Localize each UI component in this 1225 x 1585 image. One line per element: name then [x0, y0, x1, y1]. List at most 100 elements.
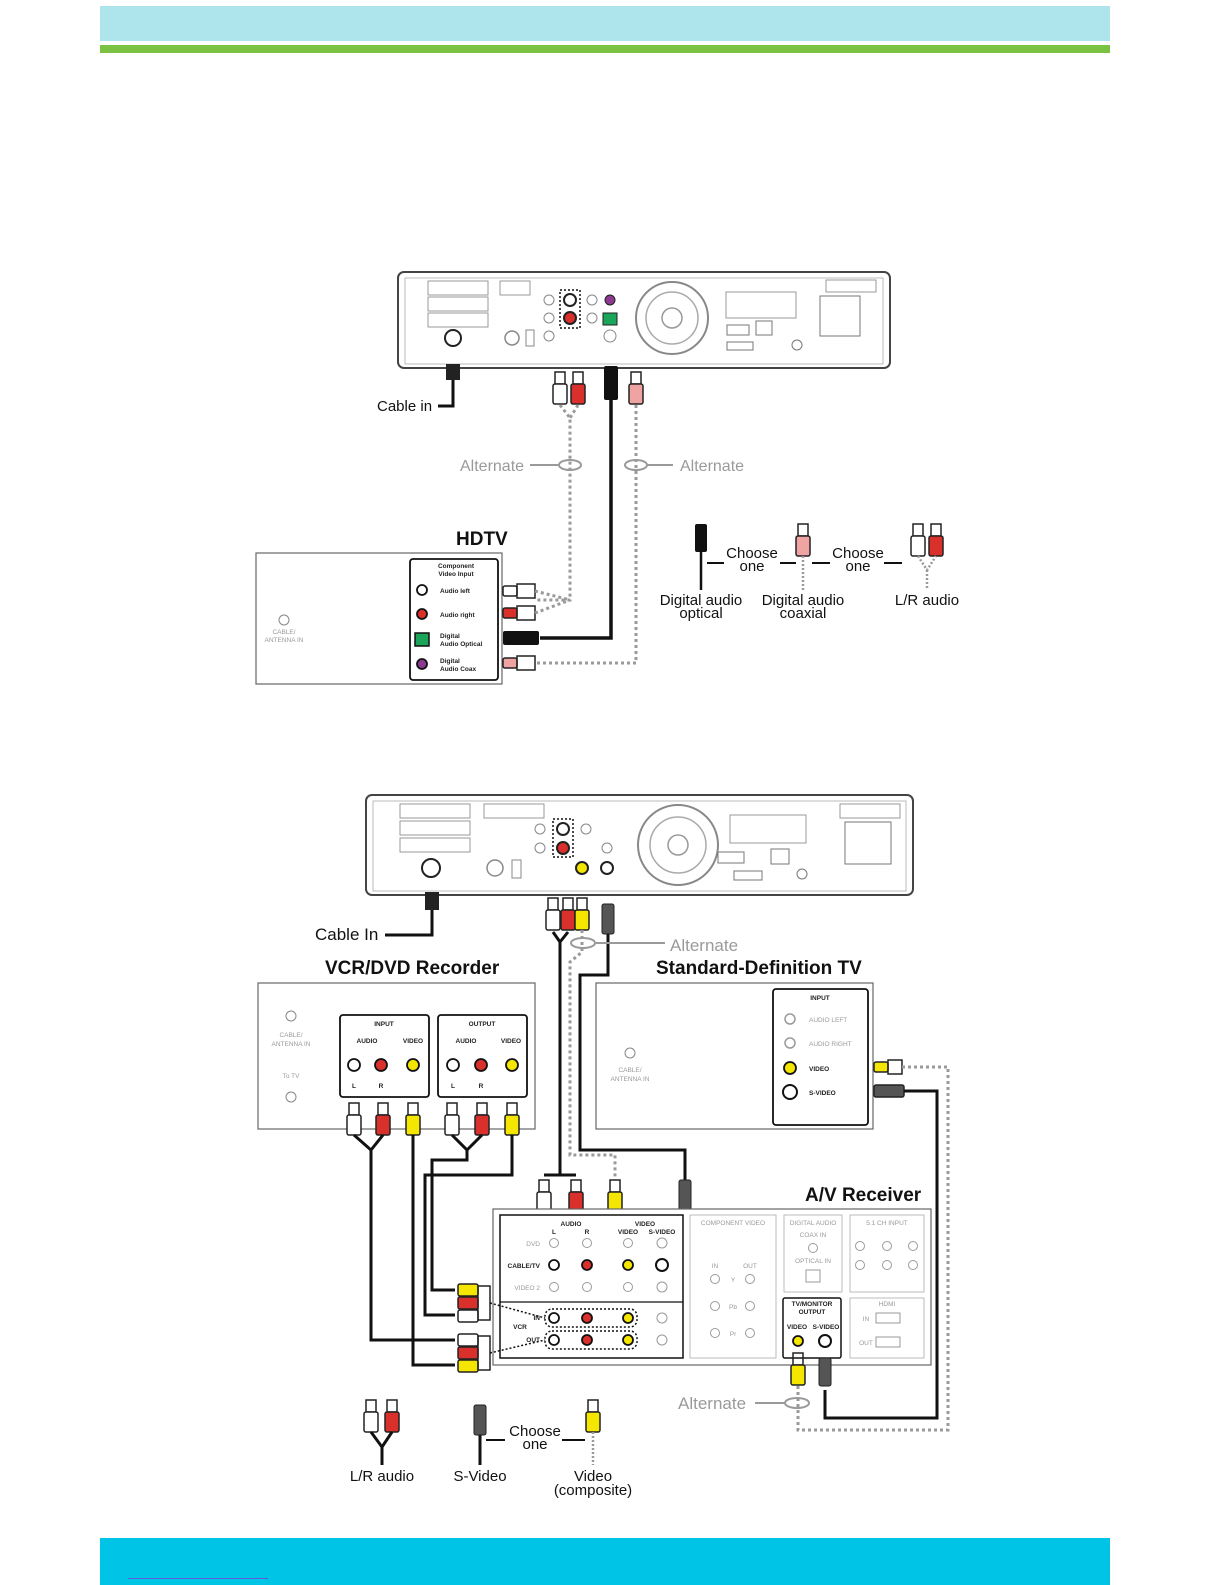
sdtv-antenna-label-2: ANTENNA IN	[610, 1076, 649, 1083]
sdtv-video-label: VIDEO	[809, 1066, 829, 1073]
vcr-to-tv-label: To TV	[283, 1073, 301, 1080]
rcv-optical-in-label: OPTICAL IN	[795, 1258, 831, 1265]
dvr-back-panel-bottom	[365, 794, 914, 896]
rcv-51ch-label: 5.1 CH INPUT	[866, 1220, 908, 1227]
rcv-tvmon-label-2: OUTPUT	[799, 1309, 826, 1316]
optical-cable	[540, 400, 613, 640]
rcv-r-label: R	[585, 1229, 590, 1236]
cable-in-label-1: Cable in	[377, 398, 432, 415]
alternate-coax-cable	[535, 405, 638, 665]
legend2-lr-audio: L/R audio	[350, 1468, 414, 1485]
rcv-pr-label: Pr	[730, 1331, 737, 1338]
rcv-in-label: IN	[534, 1315, 541, 1322]
vcr-panel: CABLE/ ANTENNA IN To TV INPUT AUDIO VIDE…	[257, 982, 536, 1130]
legend1-choose-b-2: one	[845, 558, 870, 575]
cable-in-label-2: Cable In	[315, 925, 378, 944]
rcv-video-label: VIDEO	[635, 1221, 655, 1228]
rcv-tvmon-svideo-label: S-VIDEO	[813, 1324, 840, 1331]
rcv-digital-audio-label: DIGITAL AUDIO	[790, 1220, 837, 1227]
vcr-to-receiver-cables	[353, 1133, 514, 1367]
vcr-input-label: INPUT	[374, 1021, 394, 1028]
vcr-input-r: R	[379, 1083, 384, 1090]
alternate-label-left: Alternate	[460, 458, 524, 475]
rcv-video-col-label: VIDEO	[618, 1229, 638, 1236]
dvr-back-panel-top	[397, 271, 891, 369]
receiver-title: A/V Receiver	[805, 1185, 922, 1206]
legend2-svideo: S-Video	[453, 1468, 506, 1485]
receiver-monitor-plugs	[790, 1352, 832, 1387]
vcr-antenna-label-2: ANTENNA IN	[271, 1041, 310, 1048]
rcv-video2-label: VIDEO 2	[514, 1285, 540, 1292]
footer-link-underline[interactable]	[128, 1578, 268, 1579]
plugs-from-dvr-2	[545, 897, 615, 935]
rcv-tvmon-label-1: TV/MONITOR	[792, 1301, 833, 1308]
rcv-tvmon-video-label: VIDEO	[787, 1324, 807, 1331]
rcv-comp-in-label: IN	[712, 1263, 719, 1270]
vcr-title: VCR/DVD Recorder	[325, 958, 500, 979]
hdtv-coax-label-2: Audio Coax	[440, 666, 476, 673]
vcr-input-audio-label: AUDIO	[357, 1038, 378, 1045]
cable-in-connector-1	[438, 364, 460, 408]
hdtv-input-plugs	[502, 583, 571, 671]
rcv-vcr-label: VCR	[513, 1324, 527, 1331]
footer-band	[100, 1538, 1110, 1585]
rcv-dvd-label: DVD	[526, 1241, 540, 1248]
sdtv-input-label: INPUT	[810, 995, 830, 1002]
legend-2: L/R audio Choose one S-Video Video (comp…	[350, 1399, 632, 1499]
svideo-cable-to-receiver	[578, 934, 687, 1180]
vcr-output-label: OUTPUT	[469, 1021, 496, 1028]
legend1-coaxial-2: coaxial	[780, 605, 827, 622]
sdtv-panel: CABLE/ ANTENNA IN INPUT AUDIO LEFT AUDIO…	[595, 982, 874, 1130]
vcr-output-audio-label: AUDIO	[456, 1038, 477, 1045]
vcr-output-video-label: VIDEO	[501, 1038, 521, 1045]
vcr-input-video-label: VIDEO	[403, 1038, 423, 1045]
legend1-choose-a-2: one	[739, 558, 764, 575]
hdtv-coax-label-1: Digital	[440, 658, 460, 665]
alternate-marker-top	[570, 937, 596, 949]
hdtv-audio-right-label: Audio right	[440, 612, 475, 619]
rcv-component-label: COMPONENT VIDEO	[701, 1220, 765, 1227]
hdtv-optical-label-2: Audio Optical	[440, 641, 482, 648]
hdtv-component-label-2: Video Input	[438, 571, 474, 578]
sdtv-title: Standard-Definition TV	[656, 958, 862, 979]
alternate-label-bottom: Alternate	[678, 1394, 746, 1413]
rcv-cable-tv-label: CABLE/TV	[508, 1263, 541, 1270]
sdtv-audio-right-label: AUDIO RIGHT	[809, 1041, 852, 1048]
sdtv-audio-left-label: AUDIO LEFT	[809, 1017, 847, 1024]
hdtv-optical-label-1: Digital	[440, 633, 460, 640]
alternate-label-right: Alternate	[680, 458, 744, 475]
rcv-hdmi-in-label: IN	[863, 1316, 870, 1323]
rcv-hdmi-out-label: OUT	[859, 1340, 873, 1347]
hdtv-audio-left-label: Audio left	[440, 588, 471, 595]
cable-in-connector-2	[385, 892, 439, 937]
legend1-lr-audio: L/R audio	[895, 592, 959, 609]
rcv-l-label: L	[552, 1229, 556, 1236]
receiver-vcr-plugs	[457, 1283, 546, 1373]
legend2-video-1: Video	[574, 1468, 612, 1485]
sdtv-svideo-label: S-VIDEO	[809, 1090, 836, 1097]
vcr-output-l: L	[451, 1083, 455, 1090]
rcv-out-label: OUT	[526, 1337, 540, 1344]
receiver-panel: AUDIO VIDEO L R VIDEO S-VIDEO DVD CABLE/…	[492, 1208, 932, 1366]
rcv-comp-out-label: OUT	[743, 1263, 757, 1270]
vcr-input-l: L	[352, 1083, 356, 1090]
rcv-pb-label: Pb	[729, 1304, 737, 1311]
hdtv-component-label-1: Component	[438, 563, 475, 570]
plugs-from-dvr	[552, 366, 644, 405]
legend2-choose-2: one	[522, 1436, 547, 1453]
vcr-output-r: R	[479, 1083, 484, 1090]
legend1-coaxial-1: Digital audio	[762, 592, 845, 609]
legend2-choose-1: Choose	[509, 1423, 561, 1440]
legend1-choose-a-1: Choose	[726, 545, 778, 562]
legend-1: Choose one Choose one Digital audio opti…	[660, 523, 959, 622]
legend2-video-2: (composite)	[554, 1482, 632, 1499]
rcv-coax-in-label: COAX IN	[800, 1232, 827, 1239]
rcv-svideo-col-label: S-VIDEO	[649, 1229, 676, 1236]
rcv-y-label: Y	[731, 1277, 736, 1284]
sdtv-plugs	[796, 1059, 950, 1432]
legend1-optical-1: Digital audio	[660, 592, 743, 609]
header-rule	[100, 45, 1110, 53]
hdtv-antenna-label-1: CABLE/	[272, 629, 295, 636]
hdtv-panel: CABLE/ ANTENNA IN Component Video Input …	[255, 552, 503, 685]
